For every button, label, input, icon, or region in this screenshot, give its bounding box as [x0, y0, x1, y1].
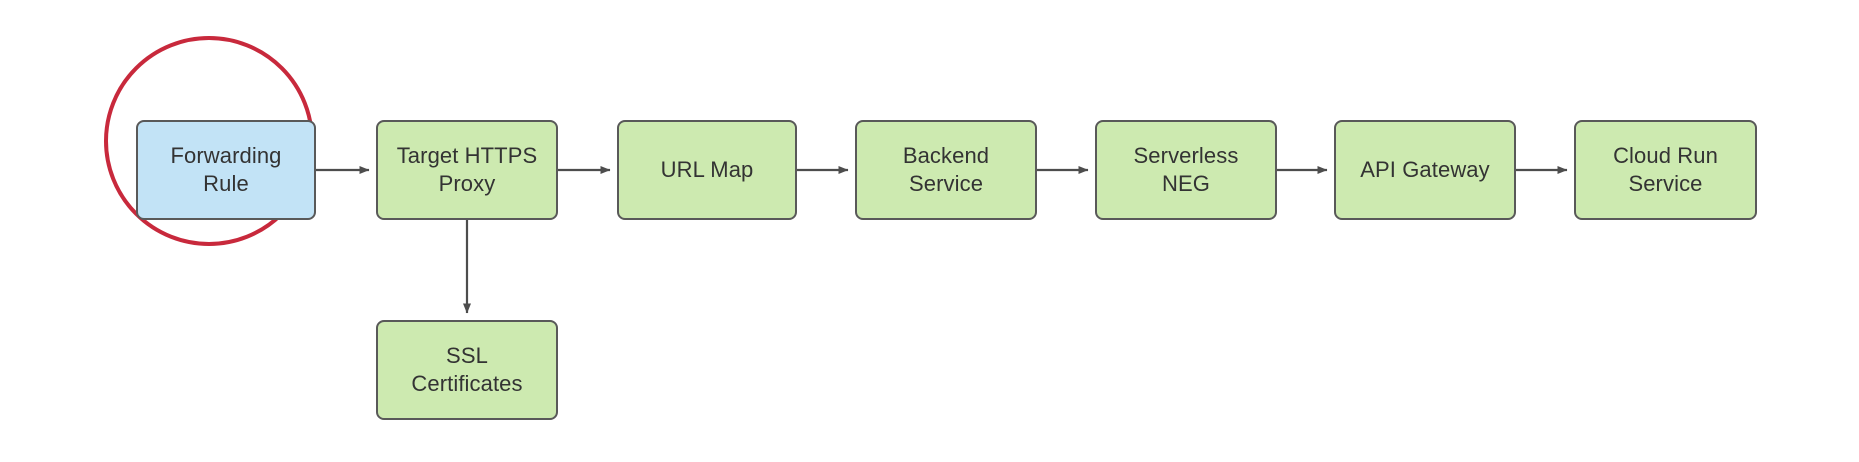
node-backend-service[interactable]: Backend Service — [855, 120, 1037, 220]
node-api-gateway[interactable]: API Gateway — [1334, 120, 1516, 220]
node-serverless-neg[interactable]: Serverless NEG — [1095, 120, 1277, 220]
node-label-api-gateway: API Gateway — [1360, 157, 1490, 182]
node-target-https-proxy[interactable]: Target HTTPS Proxy — [376, 120, 558, 220]
node-label-serverless-neg: Serverless NEG — [1133, 143, 1239, 196]
node-label-backend-service: Backend Service — [902, 143, 990, 196]
node-label-target-https-proxy: Target HTTPS Proxy — [396, 143, 538, 196]
node-ssl-certificates[interactable]: SSL Certificates — [376, 320, 558, 420]
node-label-cloud-run-service: Cloud Run Service — [1613, 143, 1718, 196]
node-label-ssl-certificates: SSL Certificates — [411, 343, 523, 396]
node-label-url-map: URL Map — [660, 157, 754, 182]
node-cloud-run-service[interactable]: Cloud Run Service — [1574, 120, 1757, 220]
node-forwarding-rule[interactable]: Forwarding Rule — [136, 120, 316, 220]
node-label-forwarding-rule: Forwarding Rule — [170, 143, 282, 196]
node-url-map[interactable]: URL Map — [617, 120, 797, 220]
